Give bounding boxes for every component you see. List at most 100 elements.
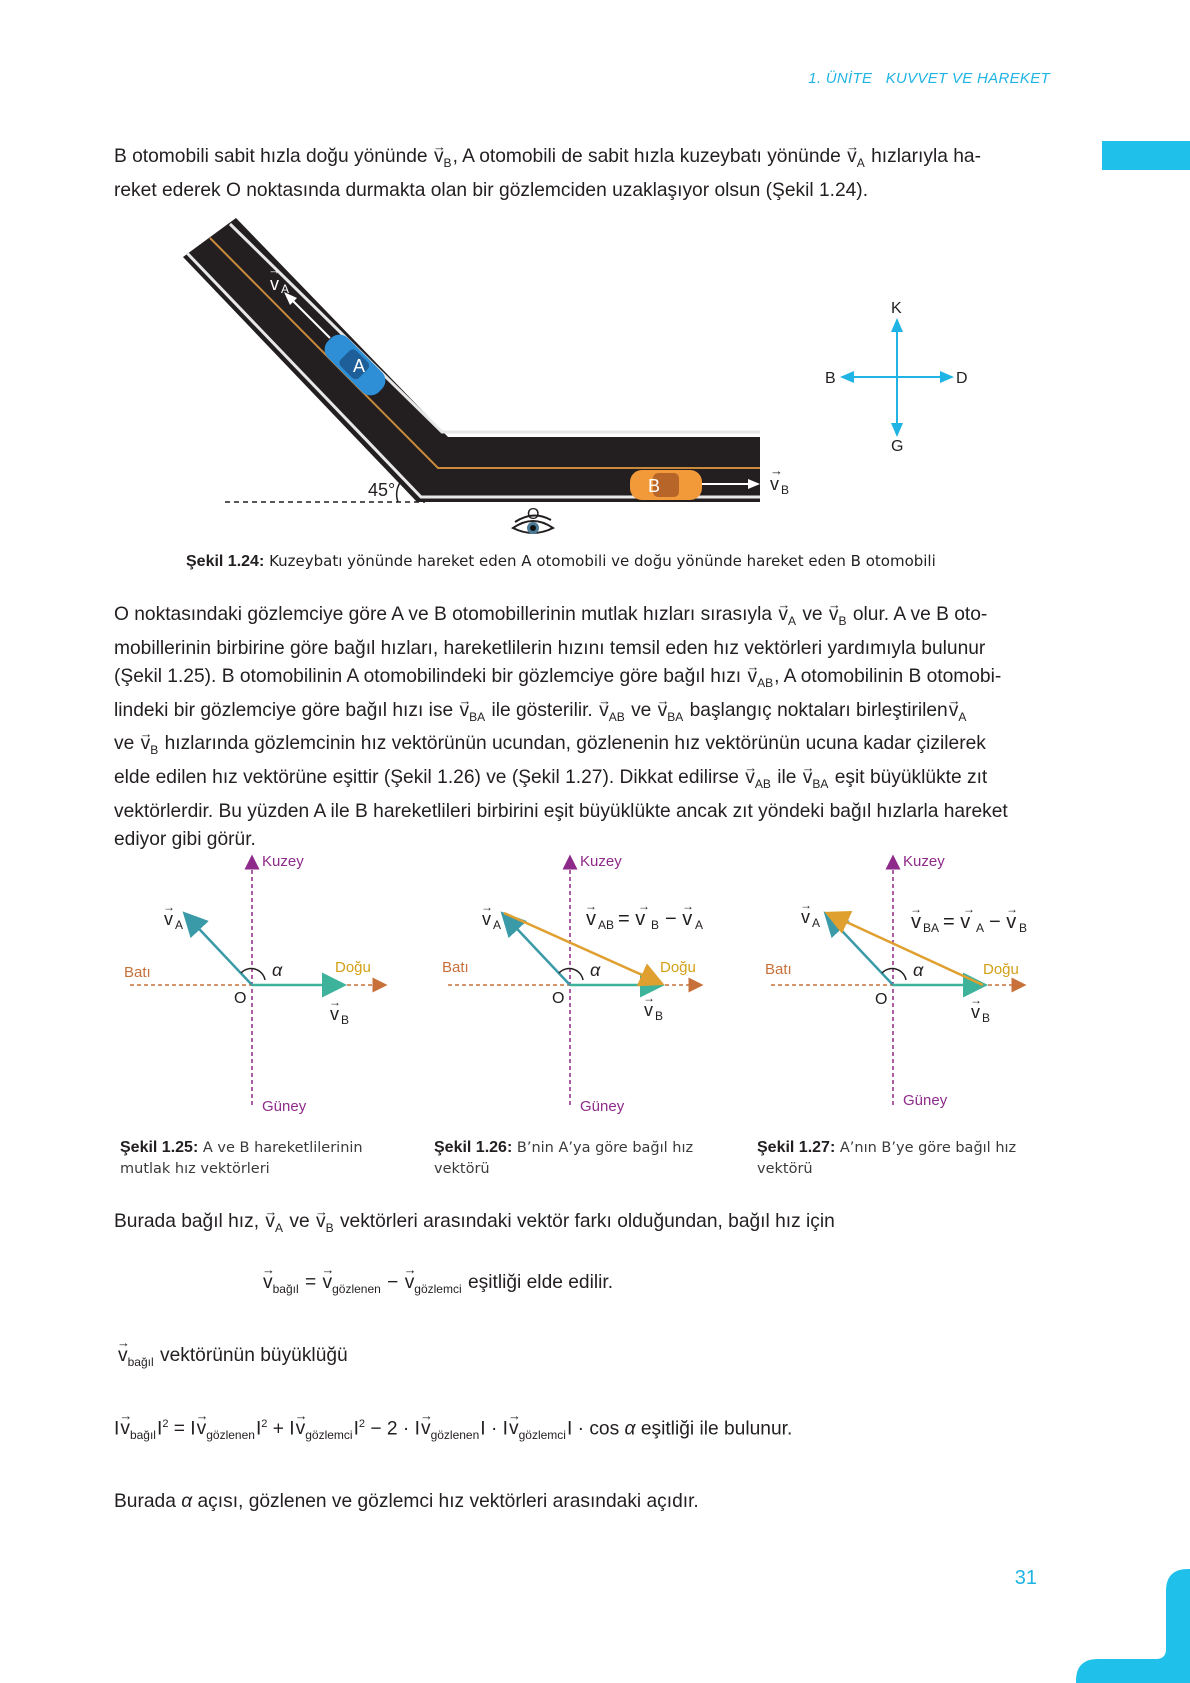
east-label: Doğu <box>335 959 371 976</box>
car-a-label: A <box>353 356 365 376</box>
svg-text:BA: BA <box>923 921 939 935</box>
figure-1-24-caption: Şekil 1.24: Kuzeybatı yönünde hareket ed… <box>186 552 936 570</box>
compass <box>840 318 954 437</box>
svg-text:AB: AB <box>598 918 614 932</box>
vb-label: v <box>770 474 779 494</box>
svg-text:α: α <box>913 960 924 980</box>
svg-text:→: → <box>329 995 341 1009</box>
svg-text:B: B <box>982 1011 990 1025</box>
south-label: Güney <box>262 1098 307 1115</box>
svg-text:→: → <box>963 902 975 916</box>
svg-text:→: → <box>970 993 982 1007</box>
page-number: 31 <box>1014 1567 1037 1589</box>
svg-text:A: A <box>695 918 703 932</box>
svg-text:α: α <box>590 960 601 980</box>
svg-text:Doğu: Doğu <box>660 959 696 976</box>
svg-text:v: v <box>586 908 596 930</box>
svg-text:B: B <box>341 1013 349 1027</box>
svg-text:v: v <box>482 909 491 929</box>
svg-text:A: A <box>281 282 289 296</box>
vb-arrowhead <box>748 479 760 489</box>
svg-text:v: v <box>164 909 173 929</box>
svg-text:→: → <box>585 899 597 913</box>
svg-text:→: → <box>800 898 812 912</box>
west-label: Batı <box>124 964 151 981</box>
va-arrowhead <box>284 292 297 305</box>
svg-text:v: v <box>644 1000 653 1020</box>
alpha-label: α <box>272 960 283 980</box>
side-tab-marker <box>1102 141 1190 170</box>
svg-text:→: → <box>910 902 922 916</box>
car-a <box>324 334 386 396</box>
svg-text:→: → <box>643 991 655 1005</box>
vector-vb: →vB <box>432 139 452 170</box>
svg-text:A: A <box>175 918 183 932</box>
intro-paragraph: B otomobili sabit hızla doğu yönünde →vB… <box>114 139 981 201</box>
origin-label: O <box>234 990 246 1007</box>
road-center-line <box>209 237 760 469</box>
svg-text:B: B <box>651 918 659 932</box>
compass-east: D <box>956 370 968 387</box>
svg-text:A: A <box>812 916 820 930</box>
svg-text:→: → <box>770 463 783 478</box>
svg-text:→: → <box>1006 902 1018 916</box>
unit-title: KUVVET VE HAREKET <box>885 70 1050 87</box>
svg-text:→: → <box>268 262 281 277</box>
svg-text:− v: − v <box>665 908 692 930</box>
svg-text:→: → <box>481 900 493 914</box>
svg-text:B: B <box>781 483 789 497</box>
svg-text:A: A <box>976 921 984 935</box>
svg-text:O: O <box>552 990 564 1007</box>
svg-text:O: O <box>875 991 887 1008</box>
road-edge-top <box>228 222 760 434</box>
svg-text:→: → <box>638 899 650 913</box>
svg-text:B: B <box>1019 921 1027 935</box>
svg-text:v: v <box>801 907 810 927</box>
relative-velocity-sentence: Burada bağıl hız, →vA ve →vB vektörleri … <box>114 1204 835 1235</box>
vector-va: →vA <box>846 139 865 170</box>
magnitude-equation: I→vbağılI2 = I→vgözlenenI2 + I→vgözlemci… <box>114 1408 793 1443</box>
compass-west: B <box>825 370 836 387</box>
svg-text:→: → <box>163 900 175 914</box>
svg-text:v: v <box>330 1004 339 1024</box>
figure-1-27-caption: Şekil 1.27: A’nın B’ye göre bağıl hız ve… <box>757 1139 1017 1177</box>
page-corner-decoration <box>1076 1569 1190 1683</box>
svg-text:Güney: Güney <box>580 1098 625 1115</box>
unit-label: 1. ÜNİTE <box>808 70 873 87</box>
figure-1-26-caption: Şekil 1.26: B’nin A’ya göre bağıl hız ve… <box>434 1139 694 1177</box>
relative-velocity-equation: →vbağıl = →vgözlenen − →vgözlemci eşitli… <box>262 1262 614 1296</box>
svg-text:v: v <box>911 911 921 933</box>
page-header: 1. ÜNİTE KUVVET VE HAREKET <box>808 70 1050 87</box>
svg-text:Batı: Batı <box>765 961 792 978</box>
va-arrow <box>287 295 331 339</box>
svg-text:Güney: Güney <box>903 1092 948 1109</box>
angle-label: 45° <box>368 480 395 500</box>
north-label: Kuzey <box>262 853 304 870</box>
compass-north: K <box>891 300 902 317</box>
svg-text:Kuzey: Kuzey <box>580 853 622 870</box>
eye-icon <box>511 514 555 534</box>
va-label: v <box>270 274 279 294</box>
svg-text:B: B <box>655 1009 663 1023</box>
car-b <box>630 470 702 500</box>
compass-south: G <box>891 438 903 455</box>
figure-1-25-caption: Şekil 1.25: A ve B hareketlilerinin mutl… <box>120 1139 363 1177</box>
magnitude-heading: →vbağıl vektörünün büyüklüğü <box>117 1335 348 1369</box>
figure-1-24-road-diagram: 45° A v A → B v B → O K G B D <box>183 218 968 534</box>
svg-text:Doğu: Doğu <box>983 961 1019 978</box>
svg-text:A: A <box>493 918 501 932</box>
svg-text:= v: = v <box>943 911 970 933</box>
svg-text:v: v <box>971 1002 980 1022</box>
angle-arc <box>395 479 403 503</box>
svg-text:Batı: Batı <box>442 959 469 976</box>
svg-text:→: → <box>682 899 694 913</box>
svg-text:= v: = v <box>618 908 645 930</box>
svg-text:Kuzey: Kuzey <box>903 853 945 870</box>
alpha-explanation: Burada α açısı, gözlenen ve gözlemci hız… <box>114 1491 699 1512</box>
body-paragraph: O noktasındaki gözlemciye göre A ve B ot… <box>114 597 1008 851</box>
svg-text:− v: − v <box>989 911 1016 933</box>
